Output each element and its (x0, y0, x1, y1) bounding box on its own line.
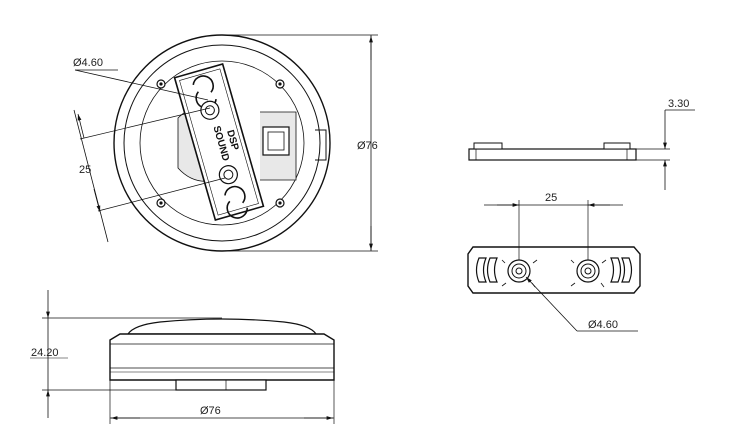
square-button-inner (267, 131, 285, 151)
front-view-dimensions: 24.20 Ø76 (30, 290, 335, 424)
bracket-hole-right-core (584, 267, 592, 275)
dim-line-25-left (73, 109, 109, 243)
plate-inner-outline (179, 68, 259, 216)
bracket-top-view (467, 246, 641, 294)
top-view-dimensions: Ø4.60 25 Ø76 (73, 34, 378, 252)
dim-arrow (77, 113, 85, 139)
bracket-side-view: 3.30 (468, 98, 695, 190)
top-view: DSP SOUND (113, 34, 331, 252)
bracket-dimensions: 25 Ø4.60 (484, 192, 638, 332)
mount-hole-top-inner (204, 105, 215, 116)
dim-hole-diameter-top: Ø4.60 (73, 57, 103, 69)
dim-height: 24.20 (31, 347, 59, 359)
bracket-slot (610, 257, 622, 283)
screw-hole-dot (159, 201, 163, 205)
base-circle (139, 60, 305, 226)
bracket-hole-left-inner (511, 263, 527, 279)
mount-hole-bottom (218, 165, 238, 185)
bracket-clip-right (603, 142, 631, 150)
mounting-plate (173, 62, 265, 222)
extension-line (97, 177, 226, 212)
leader-line (74, 69, 209, 101)
dim-hole-diameter-bracket: Ø4.60 (588, 319, 618, 331)
front-view (109, 318, 335, 391)
bracket-clip-left (473, 142, 503, 150)
mount-hole-bottom-inner (223, 169, 234, 180)
leader-line (525, 276, 578, 332)
front-base-tab (175, 379, 267, 391)
screw-hole-dot (278, 82, 282, 86)
screw-hole-dot (278, 201, 282, 205)
bracket-slot (486, 257, 498, 283)
dim-spacing-left: 25 (79, 164, 91, 176)
bracket-slot (621, 257, 633, 283)
bracket-hole-left (507, 259, 531, 283)
mount-hole-top (200, 100, 220, 120)
bracket-ticks (501, 259, 607, 288)
bracket-slot (475, 257, 487, 283)
extension-line (79, 107, 211, 140)
rotate-arrow-bottom (224, 185, 246, 204)
front-body (109, 333, 335, 381)
side-tab (315, 129, 327, 161)
dim-outer-diameter-bottom: Ø76 (200, 405, 221, 417)
rotate-arrow-top (192, 75, 214, 93)
dim-thickness: 3.30 (668, 98, 689, 110)
bracket-side-body (468, 148, 637, 161)
dome-top (126, 318, 318, 335)
bracket-hole-right (576, 259, 600, 283)
dim-outer-diameter-right: Ø76 (357, 140, 378, 152)
screw-hole-dot (159, 82, 163, 86)
bracket-hole-left-core (515, 267, 523, 275)
bracket-hole-right-inner (580, 263, 596, 279)
square-button (262, 126, 290, 156)
rotate-arrow-bottom-2 (226, 200, 249, 219)
dim-spacing-bracket: 25 (545, 192, 557, 204)
bracket-outline (467, 246, 641, 294)
dim-arrow (93, 188, 101, 213)
